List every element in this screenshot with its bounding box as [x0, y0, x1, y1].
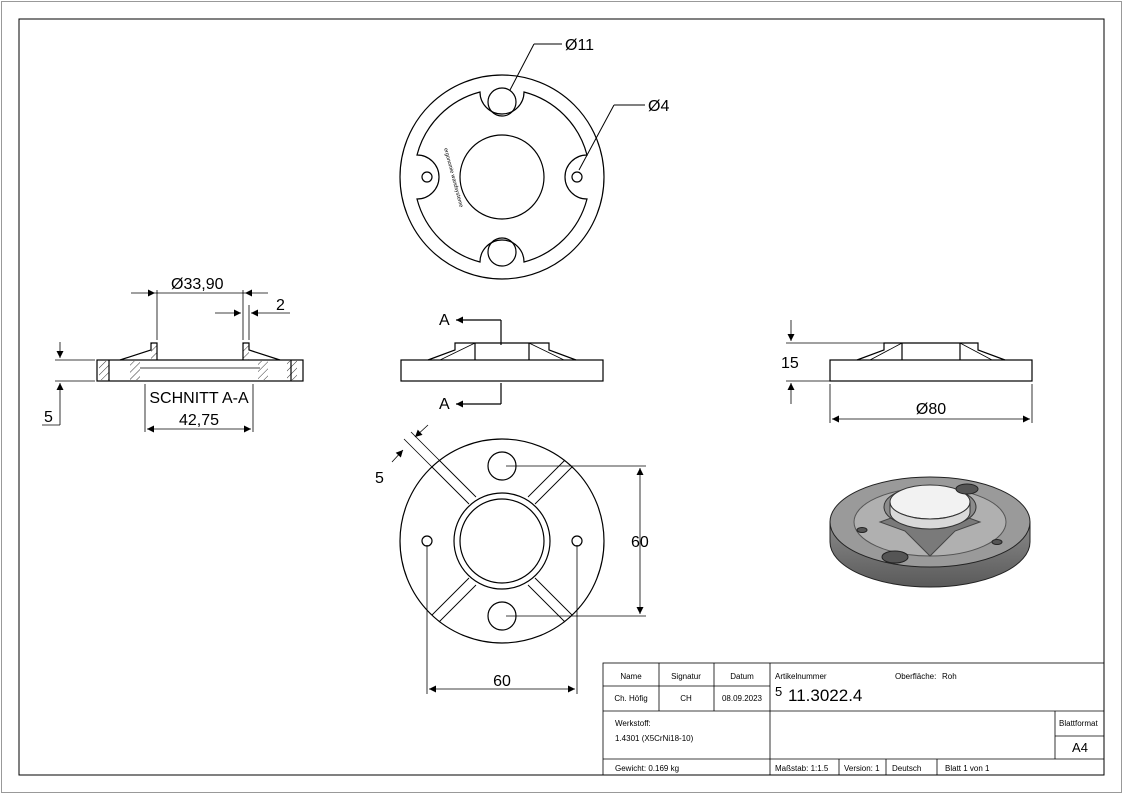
side-view	[829, 342, 1033, 382]
top-view	[399, 74, 605, 280]
tb-surface-value: Roh	[942, 672, 957, 681]
tb-name: Ch. Höfig	[614, 694, 647, 703]
dim-section-thickness: 5	[44, 409, 53, 426]
dim-top-hole-large: Ø11	[565, 37, 594, 54]
tb-surface-label: Oberfläche:	[895, 672, 936, 681]
tb-article-label: Artikelnummer	[775, 672, 827, 681]
tb-col-name: Name	[620, 672, 642, 681]
tb-scale: Maßstab: 1:1.5	[775, 764, 829, 773]
leader-d11	[509, 43, 562, 91]
tb-col-signature: Signatur	[671, 672, 701, 681]
tb-format-label: Blattformat	[1059, 719, 1098, 728]
section-dimension-lines	[42, 289, 290, 433]
bottom-dimension-lines	[391, 424, 646, 694]
section-view	[96, 342, 304, 382]
dim-section-wall: 2	[276, 297, 285, 314]
leader-d4	[578, 104, 645, 171]
tb-signature: CH	[680, 694, 692, 703]
cut-label-bottom: A	[439, 396, 450, 413]
inner-frame	[18, 18, 1105, 776]
tb-article-prefix: 5	[775, 684, 782, 699]
dim-side-height: 15	[781, 355, 799, 372]
dim-section-width: 42,75	[179, 412, 219, 429]
dim-rib-width: 5	[375, 470, 384, 487]
tb-weight: Gewicht: 0.169 kg	[615, 764, 679, 773]
cut-line	[456, 316, 502, 408]
tb-format-value: A4	[1072, 740, 1088, 755]
front-view	[400, 342, 604, 382]
cut-label-top: A	[439, 312, 450, 329]
tb-language: Deutsch	[892, 764, 921, 773]
tb-col-date: Datum	[730, 672, 754, 681]
tb-sheet: Blatt 1 von 1	[945, 764, 990, 773]
title-block	[602, 662, 1105, 776]
side-dimension-lines	[786, 320, 1033, 423]
dim-hole-pitch-horizontal: 60	[493, 673, 511, 690]
tb-version: Version: 1	[844, 764, 880, 773]
tb-material-value: 1.4301 (X5CrNi18-10)	[615, 734, 694, 743]
tb-article-number: 11.3022.4	[788, 686, 862, 705]
tb-date: 08.09.2023	[722, 694, 763, 703]
dim-side-diameter: Ø80	[916, 401, 946, 418]
dim-hole-pitch-vertical: 60	[631, 534, 649, 551]
bottom-view	[399, 438, 605, 644]
dim-section-inner-diameter: Ø33,90	[171, 276, 224, 293]
isometric-view	[829, 476, 1031, 588]
section-title: SCHNITT A-A	[149, 390, 249, 407]
dim-top-hole-small: Ø4	[648, 98, 669, 115]
tb-material-label: Werkstoff:	[615, 719, 651, 728]
